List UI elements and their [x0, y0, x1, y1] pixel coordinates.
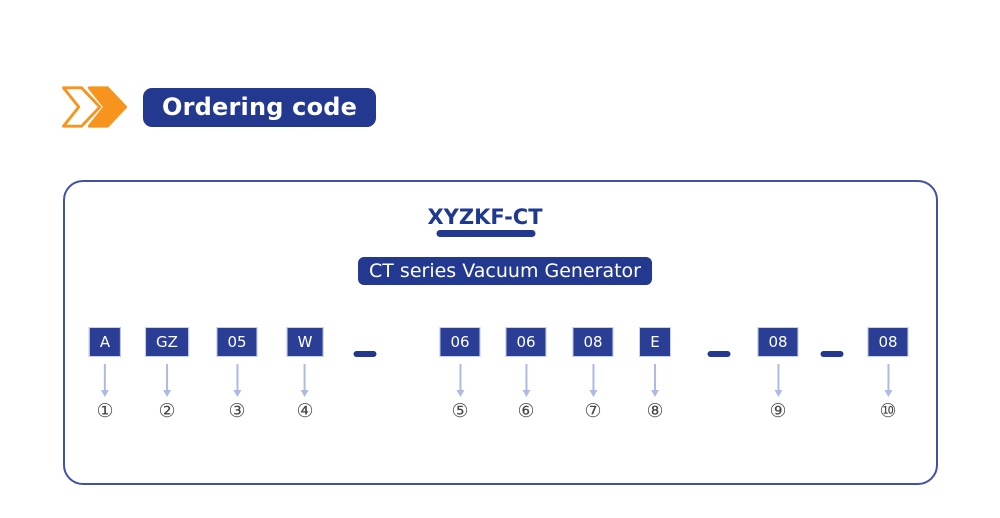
code-column-7: 08 ⑦ [572, 327, 614, 422]
code-box: 08 [867, 327, 909, 357]
position-number: ⑩ [879, 400, 897, 422]
code-box: 05 [216, 327, 258, 357]
position-number: ② [158, 400, 176, 422]
double-chevron-icon [62, 86, 128, 128]
down-arrow-icon [100, 364, 109, 397]
down-arrow-icon [589, 364, 597, 397]
down-arrow-icon [774, 364, 782, 397]
position-number: ④ [296, 400, 314, 422]
down-arrow-icon [522, 364, 530, 397]
ordering-code-panel: XYZKF-CT CT series Vacuum Generator A ① … [63, 180, 938, 485]
code-column-2: GZ ② [145, 327, 189, 421]
code-box: GZ [145, 327, 189, 357]
code-column-8: E ⑧ [639, 327, 671, 421]
code-box: W [286, 327, 324, 357]
model-code-underline [436, 230, 536, 237]
code-box: 06 [505, 327, 547, 357]
down-arrow-icon [651, 364, 659, 397]
position-number: ⑨ [769, 400, 787, 422]
position-number: ⑦ [584, 400, 602, 422]
code-column-5: 06 ⑤ [439, 327, 481, 422]
code-column-1: A ① [88, 327, 122, 422]
code-column-3: 05 ③ [216, 327, 258, 422]
down-arrow-icon [163, 364, 171, 397]
code-box: 08 [572, 327, 614, 357]
model-code: XYZKF-CT [427, 205, 543, 229]
position-number: ⑥ [517, 400, 535, 422]
down-arrow-icon [301, 364, 309, 397]
down-arrow-icon [456, 364, 464, 397]
down-arrow-icon [884, 364, 892, 397]
code-box: E [639, 327, 671, 357]
section-header: Ordering code [57, 85, 377, 129]
position-number: ① [96, 400, 114, 422]
code-separator-dash [707, 351, 731, 357]
position-number: ⑤ [451, 400, 469, 422]
code-column-9: 08 ⑨ [757, 327, 799, 422]
position-number: ③ [228, 400, 246, 422]
code-box: A [88, 327, 122, 357]
series-description-badge: CT series Vacuum Generator [358, 257, 652, 285]
code-box: 08 [757, 327, 799, 357]
down-arrow-icon [233, 364, 241, 397]
position-number: ⑧ [646, 400, 664, 422]
code-column-6: 06 ⑥ [505, 327, 547, 422]
code-column-10: 08 ⑩ [867, 327, 909, 422]
code-separator-dash [353, 351, 377, 357]
code-separator-dash [820, 351, 844, 357]
code-box: 06 [439, 327, 481, 357]
section-title-badge: Ordering code [143, 87, 377, 127]
code-column-4: W ④ [286, 327, 324, 422]
